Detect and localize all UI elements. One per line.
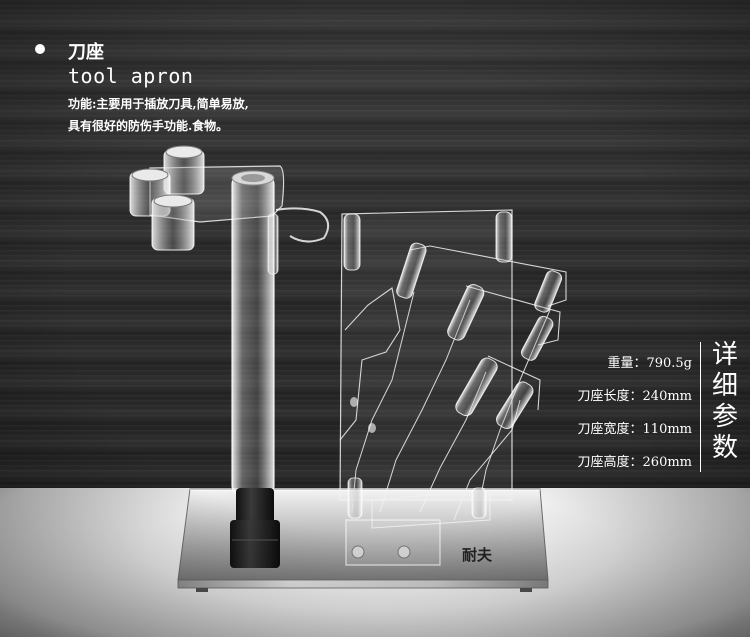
bullet-dot bbox=[35, 44, 45, 54]
brand-mark: 耐夫 bbox=[462, 546, 493, 564]
description-line-1: 功能:主要用于插放刀具,简单易放, bbox=[68, 97, 249, 111]
spec-heading-char: 数 bbox=[711, 433, 738, 463]
spec-heading-char: 细 bbox=[711, 371, 738, 401]
spec-heading-char: 详 bbox=[711, 340, 738, 370]
spec-width: 刀座宽度：110mm bbox=[577, 422, 692, 437]
page-title: 刀座 bbox=[68, 42, 104, 63]
spec-length: 刀座长度：240mm bbox=[577, 389, 692, 404]
spec-heading-char: 参 bbox=[711, 402, 738, 432]
spec-height: 刀座高度：260mm bbox=[577, 455, 692, 470]
spec-divider bbox=[700, 342, 701, 472]
description-line-2: 具有很好的防伤手功能.食物。 bbox=[68, 119, 229, 133]
spec-weight: 重量：790.5g bbox=[607, 356, 692, 371]
rod-stand bbox=[129, 145, 330, 568]
spec-heading: 详 细 参 数 bbox=[708, 340, 742, 464]
acrylic-slot-tubes bbox=[343, 211, 563, 559]
page-subtitle: tool apron bbox=[68, 64, 194, 88]
